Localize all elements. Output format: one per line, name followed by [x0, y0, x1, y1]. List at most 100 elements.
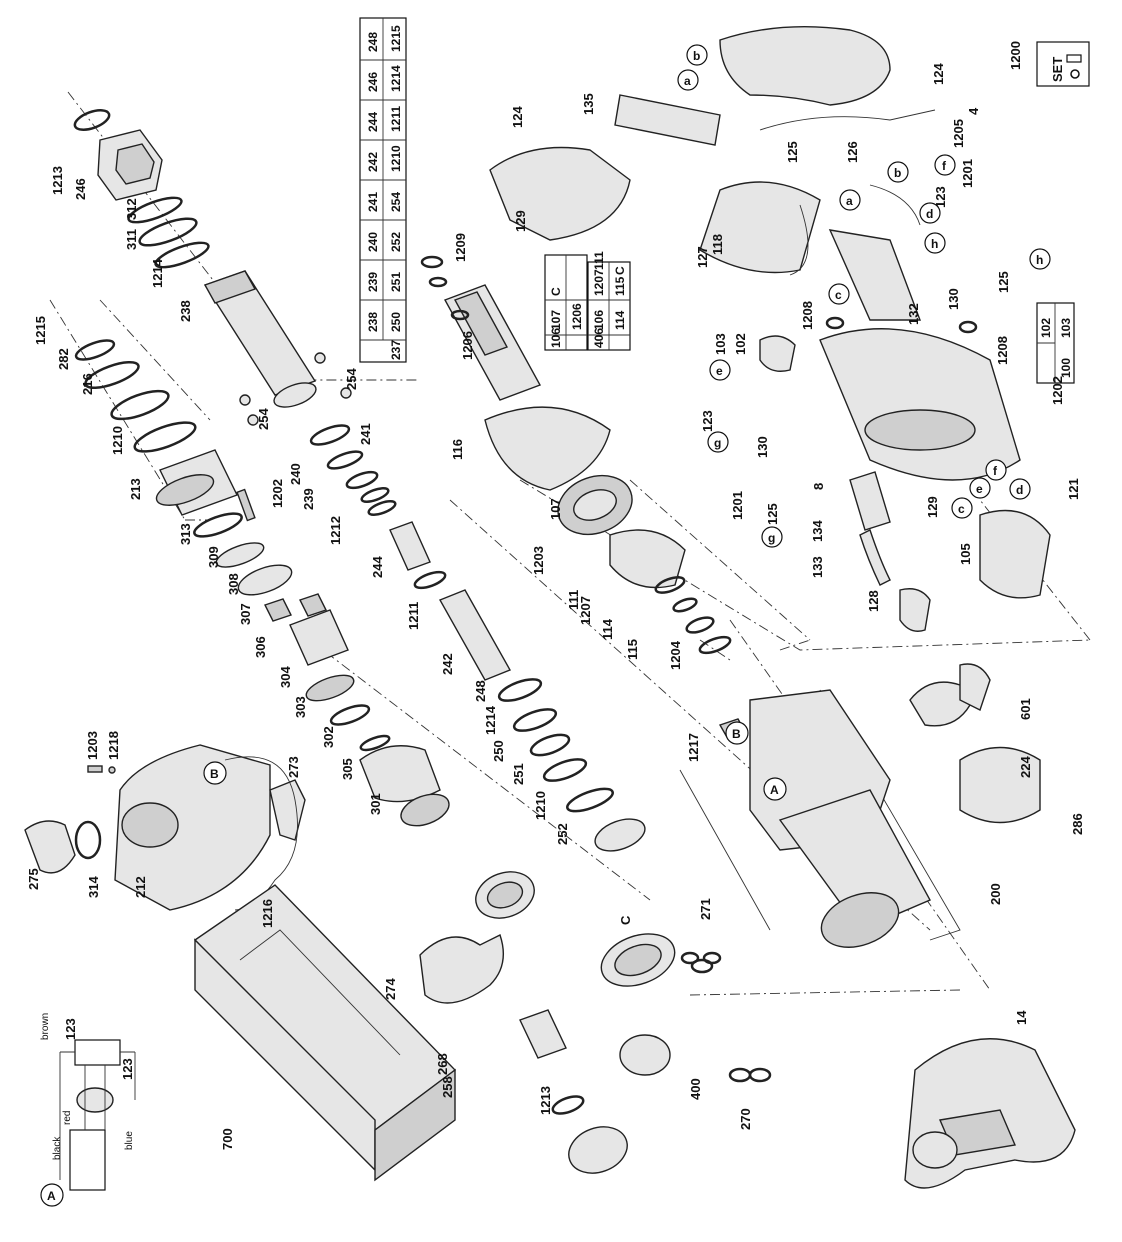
table-arm-cell: 111: [592, 251, 606, 270]
parts-table-top: [359, 17, 407, 363]
part-label-124: 124: [510, 106, 525, 128]
table-arm-cell: C: [549, 287, 563, 296]
part-label-301: 301: [368, 793, 383, 815]
part-label-1204: 1204: [668, 640, 683, 670]
part-label-282: 282: [56, 348, 71, 370]
table-top-row1-cell: 248: [366, 32, 380, 52]
part-label-238: 238: [178, 300, 193, 322]
part-label-252: 252: [555, 823, 570, 845]
part-label-1209: 1209: [453, 233, 468, 262]
part-label-129: 129: [925, 496, 940, 518]
part-label-246: 246: [73, 178, 88, 200]
handle-switch-group: [614, 25, 1051, 632]
part-label-244: 244: [370, 556, 385, 578]
wire-brown-label: brown: [40, 1013, 51, 1040]
part-label-306: 306: [253, 636, 268, 658]
part-label-268: 268: [435, 1053, 450, 1075]
main-housing-group: [718, 663, 1041, 948]
part-label-1201: 1201: [730, 491, 745, 520]
gear-cover-group: [24, 744, 306, 911]
part-label-224: 224: [1018, 756, 1033, 778]
part-label-1211: 1211: [406, 602, 421, 630]
ref-c1: c: [835, 288, 842, 302]
ref-B1: B: [210, 767, 219, 781]
part-label-132: 132: [906, 303, 921, 325]
part-label-250: 250: [491, 740, 506, 762]
parts-table-housing: [1036, 302, 1075, 384]
part-label-1207: 1207: [578, 596, 593, 625]
table-top-row2-cell: 254: [389, 192, 403, 212]
ref-e2: e: [976, 482, 983, 496]
part-label-311: 311: [124, 229, 139, 250]
table-arm-cell: 115: [613, 276, 627, 296]
part-label-8: 8: [811, 483, 826, 490]
table-top-row1-cell: 242: [366, 152, 380, 172]
wire-black-label: black: [52, 1136, 63, 1160]
part-label-308: 308: [226, 573, 241, 595]
part-label-251: 251: [511, 763, 526, 785]
ref-d2: d: [1016, 483, 1023, 497]
part-label-313: 313: [178, 523, 193, 545]
table-arm-cell: 1207: [592, 269, 606, 296]
part-label-133: 133: [810, 556, 825, 578]
side-handle: [904, 1038, 1076, 1189]
part-label-1203: 1203: [85, 731, 100, 760]
part-label-1200: 1200: [1008, 41, 1023, 70]
part-label-309: 309: [206, 546, 221, 568]
part-label-239: 239: [301, 488, 316, 510]
part-label-274: 274: [383, 978, 398, 1000]
table-top-row2-cell: 1215: [389, 25, 403, 52]
table-arm-cell: 106: [549, 328, 563, 348]
table-top-row2-cell: 252: [389, 232, 403, 252]
ref-b2: b: [894, 166, 901, 180]
part-label-103: 103: [713, 333, 728, 355]
part-label-126: 126: [845, 141, 860, 163]
table-housing-cell: 102: [1039, 318, 1053, 338]
part-label-303: 303: [293, 696, 308, 718]
part-label-C: C: [618, 915, 633, 925]
armature-group: [420, 146, 732, 655]
wire-blue-label: blue: [124, 1131, 135, 1150]
part-label-271: 271: [698, 898, 713, 920]
table-arm-cell: 106: [592, 310, 606, 330]
part-label-121: 121: [1066, 478, 1081, 500]
table-top-row1-cell: 239: [366, 272, 380, 292]
ref-A1: A: [47, 1189, 56, 1203]
ref-e1: e: [716, 364, 723, 378]
table-top-row1-cell: 246: [366, 72, 380, 92]
wire-red-label: red: [62, 1111, 73, 1125]
part-label-1206: 1206: [460, 331, 475, 360]
part-label-212: 212: [133, 876, 148, 898]
part-label-123: 123: [63, 1018, 78, 1040]
part-label-302: 302: [321, 726, 336, 748]
part-label-1205: 1205: [951, 119, 966, 148]
ref-c2: c: [958, 502, 965, 516]
part-label-270: 270: [738, 1108, 753, 1130]
ref-f2: f: [993, 464, 998, 478]
part-label-601: 601: [1018, 698, 1033, 720]
part-label-123: 123: [120, 1058, 135, 1080]
ref-A2: A: [770, 783, 779, 797]
table-top-row1-cell: 244: [366, 112, 380, 132]
carrying-case: [193, 884, 457, 1182]
part-label-129: 129: [513, 210, 528, 232]
ref-b1: b: [693, 49, 700, 63]
part-label-1203: 1203: [531, 546, 546, 575]
part-label-304: 304: [278, 666, 293, 688]
reference-letter-circles: a b a b f d h h c e g g c e f d B A B A: [40, 44, 1051, 1207]
ref-a1: a: [684, 74, 691, 88]
table-text: 2382392402412422442462482502512522541210…: [366, 25, 1073, 378]
part-label-216: 216: [80, 373, 95, 395]
set-box: SET: [1036, 41, 1090, 87]
table-top-row1-cell: 240: [366, 232, 380, 252]
part-label-1212: 1212: [328, 516, 343, 545]
part-label-273: 273: [286, 756, 301, 778]
part-label-1215: 1215: [33, 316, 48, 345]
part-label-4: 4: [966, 107, 981, 115]
part-label-213: 213: [128, 478, 143, 500]
part-label-105: 105: [958, 543, 973, 565]
part-label-107: 107: [548, 498, 563, 520]
table-top-row1-cell: 241: [366, 192, 380, 212]
part-label-1210: 1210: [110, 426, 125, 455]
